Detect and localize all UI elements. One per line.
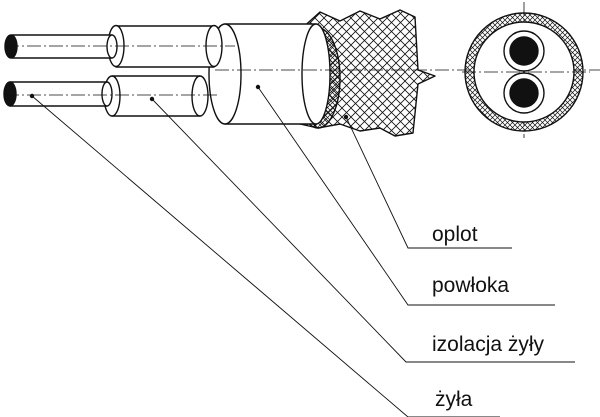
cross-section-lower-conductor: [509, 78, 539, 108]
upper-conductor-end: [106, 34, 118, 59]
leader-line-izolacja: [151, 98, 575, 363]
sheath-end: [301, 23, 331, 125]
leader-dot-oplot: [343, 114, 349, 120]
cross-section-upper-conductor: [509, 36, 539, 66]
leader-dot-powloka: [255, 84, 261, 90]
label-conductor-insulation: izolacja żyły: [432, 333, 545, 356]
leader-line-zyla: [31, 95, 500, 417]
upper-conductor-tip: [4, 34, 18, 59]
upper-insulation: [115, 25, 215, 68]
leader-line-powloka: [257, 86, 555, 306]
upper-conductor-body: [11, 34, 113, 59]
leader-dot-zyla: [29, 93, 35, 99]
leader-line-oplot: [345, 116, 512, 249]
label-sheath: powłoka: [432, 274, 510, 297]
label-conductor: żyła: [435, 388, 473, 411]
lower-conductor-tip: [3, 81, 17, 107]
leader-dot-izolacja: [149, 96, 155, 102]
label-braid: oplot: [432, 223, 478, 246]
lower-insulation: [111, 75, 201, 117]
lower-insulation-end: [191, 75, 209, 117]
lower-conductor-body: [9, 81, 108, 107]
lower-conductor-end: [101, 81, 113, 107]
